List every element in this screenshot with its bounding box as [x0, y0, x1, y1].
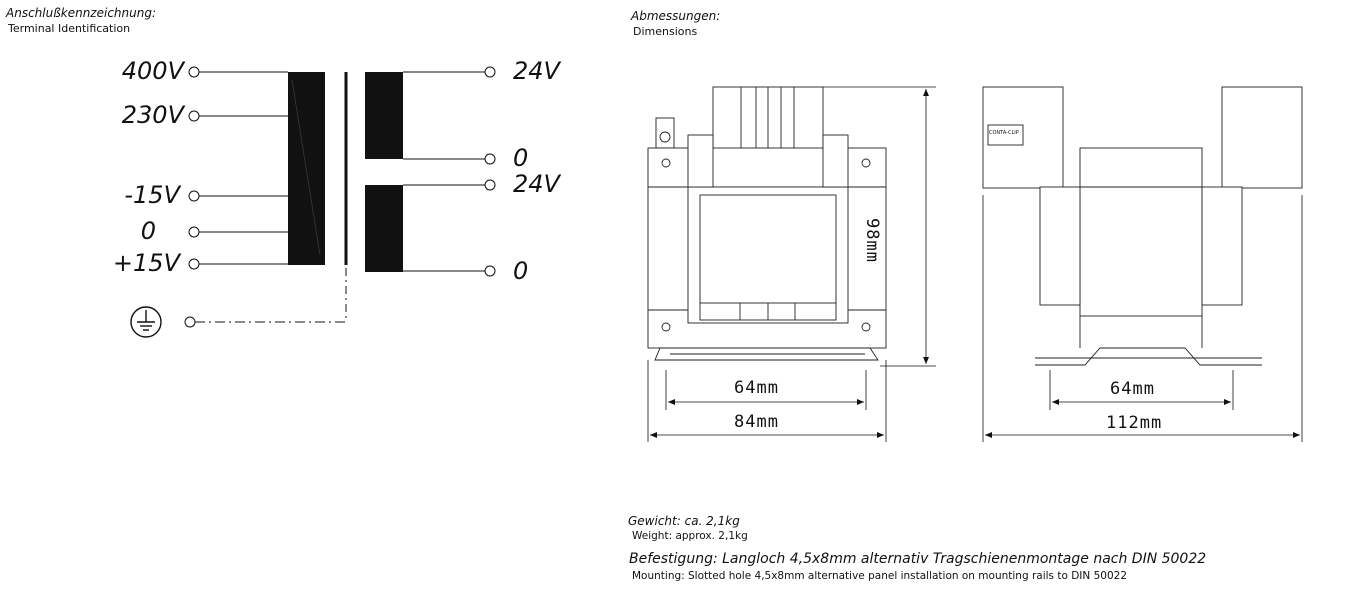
terminal-sec-0-2: [484, 265, 496, 277]
side-view: [982, 86, 1303, 366]
secondary-label-0-2: 0: [513, 257, 529, 285]
primary-label-minus15v: -15V: [124, 181, 180, 209]
primary-label-plus15v: +15V: [112, 249, 180, 277]
dimensions-title-en: Dimensions: [633, 25, 698, 38]
mounting-en: Mounting: Slotted hole 4,5x8mm alternati…: [632, 570, 1128, 582]
protective-earth-icon: [130, 306, 162, 338]
terminal-title-de: Anschlußkennzeichnung:: [6, 6, 157, 20]
clip-label: CONTA-CLIP: [989, 130, 1019, 136]
primary-label-0: 0: [140, 217, 156, 245]
weight-de: Gewicht: ca. 2,1kg: [628, 514, 740, 528]
dim-front-inner: 64mm: [734, 378, 779, 398]
primary-winding: [288, 72, 325, 265]
terminal-sec-24v-2: [484, 179, 496, 191]
secondary-label-0-1: 0: [513, 144, 529, 172]
terminal-schematic: [130, 66, 496, 338]
secondary-label-24v-2: 24V: [513, 170, 560, 198]
secondary-winding-1: [365, 72, 403, 159]
primary-label-230v: 230V: [121, 101, 184, 129]
primary-label-400v: 400V: [121, 57, 184, 85]
terminal-title-en: Terminal Identification: [8, 22, 131, 35]
dim-height: 98mm: [862, 218, 882, 263]
dim-side-outer: 112mm: [1106, 413, 1163, 433]
dim-front-outer: 84mm: [734, 412, 779, 432]
weight-en: Weight: approx. 2,1kg: [632, 530, 748, 542]
front-view: [647, 86, 887, 361]
dimensions-title-de: Abmessungen:: [631, 9, 721, 23]
mounting-de: Befestigung: Langloch 4,5x8mm alternativ…: [629, 551, 1207, 567]
dim-side-inner: 64mm: [1110, 379, 1155, 399]
secondary-winding-2: [365, 185, 403, 272]
terminal-sec-24v-1: [484, 66, 496, 78]
terminal-sec-0-1: [484, 153, 496, 165]
secondary-label-24v-1: 24V: [513, 57, 560, 85]
